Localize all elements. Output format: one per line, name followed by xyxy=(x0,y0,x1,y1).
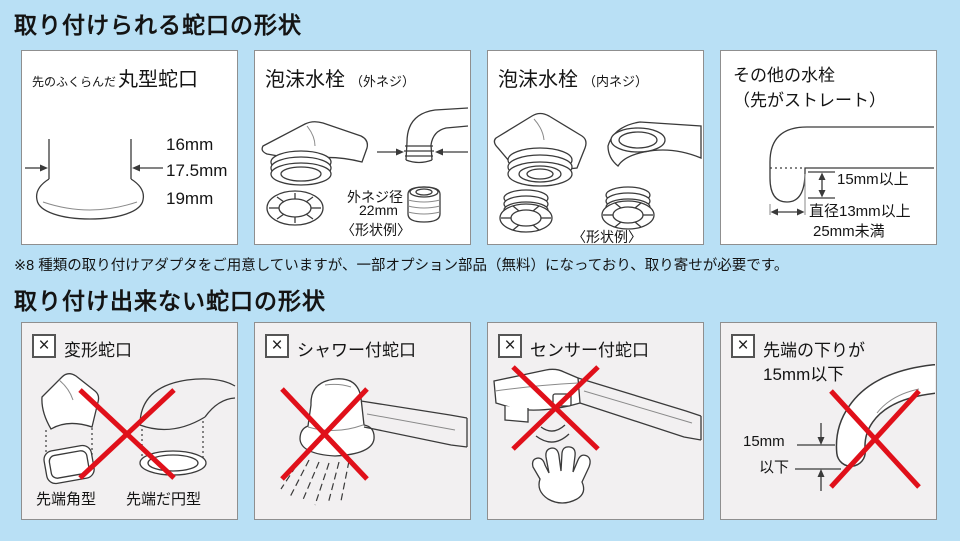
deformed-heading: 変形蛇口 xyxy=(64,341,132,360)
panel-round-faucet: 先のふくらんだ 丸型蛇口 16mm 17.5mm 19mm xyxy=(21,50,238,245)
aerator-cap-side xyxy=(407,186,441,223)
red-cross-mark xyxy=(78,388,176,480)
aerator-ext-illustration xyxy=(261,107,469,226)
round-faucet-illustration xyxy=(25,139,163,220)
thread-dia-arrows xyxy=(377,148,468,156)
height-dimension-label: 15mm以上 xyxy=(837,171,909,188)
round-faucet-heading-big: 丸型蛇口 xyxy=(118,69,199,91)
faucet-arm xyxy=(577,377,702,441)
red-cross-mark xyxy=(511,365,600,451)
round-faucet-heading-small: 先のふくらんだ xyxy=(32,75,117,89)
panel-other-straight: その他の水栓 （先がストレート） xyxy=(720,50,937,245)
thread-dia-label-line1: 外ネジ径 xyxy=(347,189,403,205)
height-dimension xyxy=(808,171,835,199)
curved-pipe-threaded-tip xyxy=(404,107,469,164)
aerator-cap-face xyxy=(266,190,324,226)
thread-dia-label-line2: 22mm xyxy=(359,202,398,218)
panel-aerator-external: 泡沫水栓 （外ネジ） xyxy=(254,50,471,245)
cross-icon: × xyxy=(32,334,56,358)
round-faucet-heading: 先のふくらんだ 丸型蛇口 xyxy=(32,63,198,92)
low-tip-heading-line2: 15mm以下 xyxy=(763,365,845,384)
sensor-heading: センサー付蛇口 xyxy=(530,341,649,360)
spout-internal-thread-left xyxy=(493,112,587,187)
panel-shower-faucet: × シャワー付蛇口 xyxy=(254,322,471,520)
cross-icon: × xyxy=(731,334,755,358)
aerator-int-heading: 泡沫水栓 （内ネジ） xyxy=(498,63,648,92)
curved-faucet-tip xyxy=(835,364,935,467)
straight-faucet-illustration xyxy=(769,126,934,216)
diameter-dimension-label-line1: 直径13mm以上 xyxy=(809,203,911,220)
not-attachable-panels-row: × 変形蛇口 xyxy=(21,322,937,520)
panel-low-tip-faucet: × 先端の下りが 15mm以下 xyxy=(720,322,937,520)
square-tip-faucet xyxy=(41,373,100,485)
aerator-int-heading-main: 泡沫水栓 xyxy=(498,69,578,91)
panel-sensor-faucet: × センサー付蛇口 xyxy=(487,322,704,520)
aerator-int-heading-sub: （内ネジ） xyxy=(583,74,649,89)
round-dia-17-5mm: 17.5mm xyxy=(166,161,228,180)
panel-deformed-faucet: × 変形蛇口 xyxy=(21,322,238,520)
aerator-ext-heading-sub: （外ネジ） xyxy=(350,74,416,89)
shower-heading: シャワー付蛇口 xyxy=(297,341,416,360)
l-shaped-pipe xyxy=(769,126,934,203)
shape-example-caption: 〈形状例〉 xyxy=(572,229,642,245)
hand-shape xyxy=(531,446,591,504)
red-cross-mark xyxy=(829,389,921,489)
attachable-panels-row: 先のふくらんだ 丸型蛇口 16mm 17.5mm 19mm xyxy=(21,50,937,245)
width-arrows xyxy=(25,164,163,172)
aerator-ext-heading: 泡沫水栓 （外ネジ） xyxy=(265,63,415,92)
spray-lines xyxy=(280,456,350,506)
attachable-section-title: 取り付けられる蛇口の形状 xyxy=(14,12,302,38)
aerator-int-illustration xyxy=(493,112,702,233)
shape-example-caption: 〈形状例〉 xyxy=(341,222,411,238)
drop-dimension-label-line2: 以下 xyxy=(759,459,790,476)
cross-icon: × xyxy=(498,334,522,358)
spout-internal-thread-right xyxy=(607,121,702,167)
sensor-faucet-illustration xyxy=(493,365,702,504)
round-dia-19mm: 19mm xyxy=(166,189,214,208)
round-dia-16mm: 16mm xyxy=(166,135,214,154)
not-attachable-section-title: 取り付け出来ない蛇口の形状 xyxy=(14,288,326,314)
shower-pipe xyxy=(360,400,468,448)
low-tip-heading-line1: 先端の下りが xyxy=(763,341,865,360)
deformed-faucet-illustration xyxy=(41,373,236,485)
oval-tip-caption: 先端だ円型 xyxy=(126,491,202,508)
panel-aerator-internal: 泡沫水栓 （内ネジ） xyxy=(487,50,704,245)
aerator-ext-heading-main: 泡沫水栓 xyxy=(265,69,345,91)
spout-with-external-thread xyxy=(261,121,369,186)
adapter-note: ※8 種類の取り付けアダプタをご用意していますが、一部オプション部品（無料）にな… xyxy=(14,258,789,274)
aerator-cap-right xyxy=(601,186,655,230)
cross-icon: × xyxy=(265,334,289,358)
round-faucet-pipe xyxy=(35,139,145,220)
low-tip-illustration xyxy=(795,364,935,491)
drop-dimension xyxy=(795,423,841,491)
straight-heading-line2: （先がストレート） xyxy=(733,91,886,110)
diameter-dimension-label-line2: 25mm未満 xyxy=(813,223,885,240)
sensor-waves xyxy=(535,424,570,443)
aerator-cap-left xyxy=(499,189,553,233)
red-cross-mark xyxy=(280,387,369,481)
shower-faucet-illustration xyxy=(280,378,468,506)
drop-dimension-label-line1: 15mm xyxy=(743,433,785,450)
straight-heading-line1: その他の水栓 xyxy=(733,66,835,85)
square-tip-caption: 先端角型 xyxy=(36,491,97,508)
diameter-dimension xyxy=(769,174,806,216)
